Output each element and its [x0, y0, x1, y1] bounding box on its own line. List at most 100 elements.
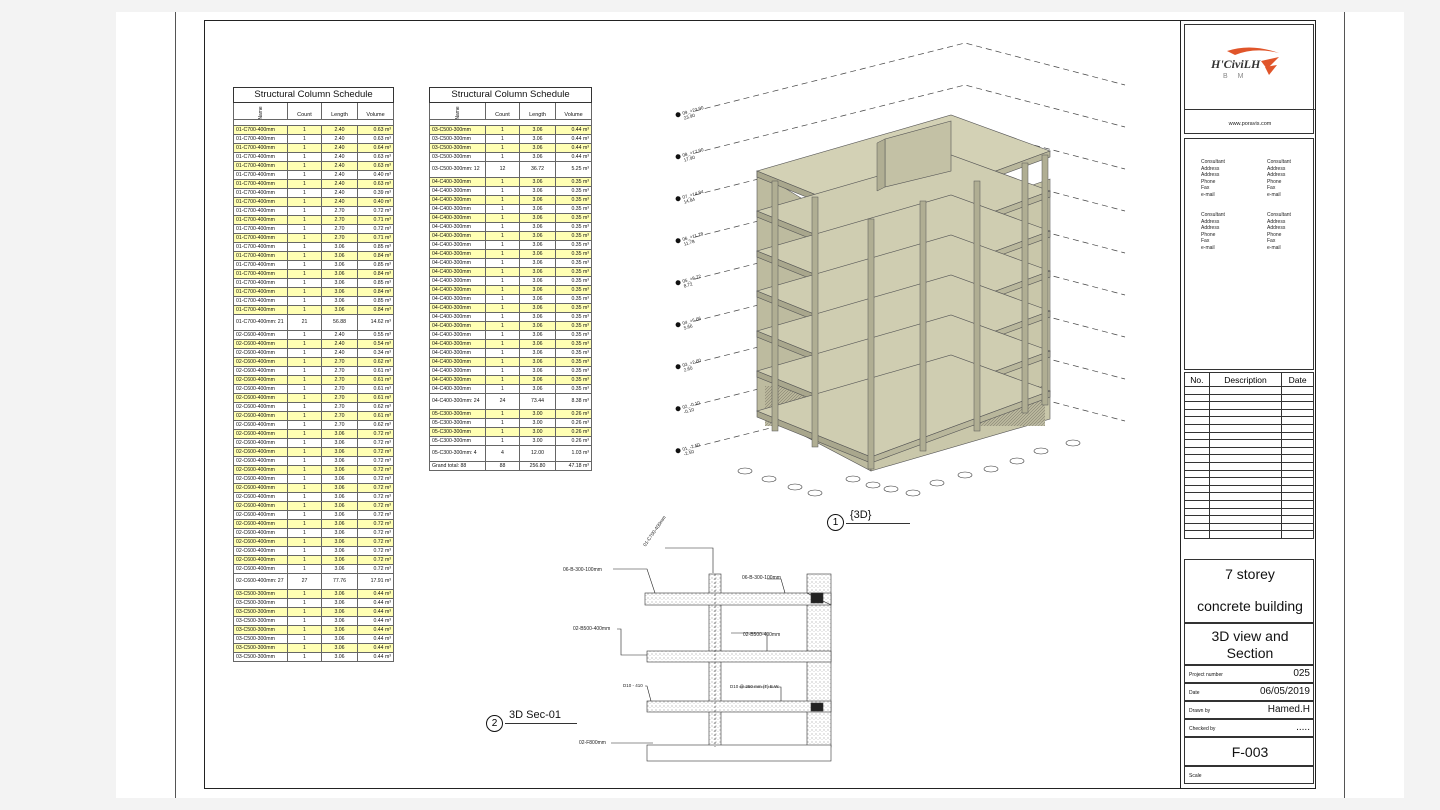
cell-name: 02-C600-400mm	[233, 483, 288, 493]
cell-length: 2.70	[321, 411, 358, 421]
cell-count: 1	[485, 276, 520, 286]
cell-name: 02-C600-400mm	[233, 537, 288, 547]
revision-cell	[1208, 431, 1283, 441]
cell-count: 1	[485, 436, 520, 446]
cell-volume: 0.35 m³	[554, 213, 593, 223]
header-volume: Volume	[356, 102, 395, 120]
cell-name: 04-C400-300mm	[429, 222, 486, 232]
level-marker-icon	[675, 237, 682, 245]
view-title-underline	[505, 723, 577, 724]
cell-name: 03-C500-300mm	[233, 607, 288, 617]
revision-cell	[1281, 530, 1314, 539]
cell-volume: 0.85 m³	[356, 278, 395, 288]
project-number-row: Project number 025	[1184, 665, 1314, 683]
cell-count: 1	[287, 555, 322, 565]
cell-count: 1	[287, 384, 322, 394]
consultant-line: Address	[1267, 225, 1286, 232]
revision-row	[1184, 515, 1314, 524]
cell-name: 03-C500-300mm	[233, 589, 288, 599]
date-row: Date 06/05/2019	[1184, 683, 1314, 701]
consultant-line: Address	[1267, 165, 1286, 172]
revision-cell	[1281, 492, 1314, 501]
cell-count: 1	[485, 321, 520, 331]
cell-count: 1	[287, 537, 322, 547]
revision-cell	[1208, 507, 1283, 517]
cell-count: 1	[287, 402, 322, 412]
cell-count: 1	[287, 233, 322, 243]
cell-count: 1	[485, 348, 520, 358]
building-model	[756, 114, 1051, 472]
revision-cell	[1184, 401, 1210, 410]
cell-name: 01-C700-400mm	[233, 251, 288, 261]
cell-length: 256.80	[519, 461, 556, 471]
cell-count: 1	[287, 465, 322, 475]
cell-name: 04-C400-300mm: 24	[429, 393, 486, 410]
revision-cell	[1281, 431, 1314, 441]
cell-volume: 0.72 m³	[356, 456, 395, 466]
cell-count: 1	[287, 143, 322, 153]
revision-cell	[1208, 499, 1283, 509]
cell-name: 04-C400-300mm	[429, 312, 486, 322]
cell-length: 3.06	[519, 249, 556, 259]
cell-volume: 0.85 m³	[356, 296, 395, 306]
revision-cell	[1208, 393, 1283, 403]
cell-name: 02-C600-400mm	[233, 420, 288, 430]
cell-count: 1	[287, 438, 322, 448]
cell-length: 3.06	[519, 204, 556, 214]
cell-name: 05-C300-300mm	[429, 418, 486, 428]
cell-length: 3.06	[321, 510, 358, 520]
grid-bubble-icon	[929, 479, 945, 487]
cell-length: 2.70	[321, 224, 358, 234]
cell-length: 3.06	[519, 213, 556, 223]
cell-length: 3.06	[321, 305, 358, 315]
cell-volume: 0.35 m³	[554, 312, 593, 322]
cell-length: 3.06	[321, 528, 358, 538]
cell-length: 2.70	[321, 393, 358, 403]
cell-length: 2.40	[321, 179, 358, 189]
cell-volume: 0.35 m³	[554, 285, 593, 295]
level-marker-icon	[675, 153, 682, 161]
cell-count: 1	[287, 161, 322, 171]
cell-name: 04-C400-300mm	[429, 366, 486, 376]
level-marker-icon	[675, 195, 682, 203]
cell-count: 1	[485, 231, 520, 241]
cell-length: 3.06	[321, 616, 358, 626]
project-title-line1: 7 storey	[1225, 566, 1275, 582]
revision-cell	[1184, 522, 1210, 532]
cell-name: 01-C700-400mm	[233, 305, 288, 315]
cell-name: 01-C700-400mm	[233, 179, 288, 189]
cell-length: 3.06	[321, 555, 358, 565]
drawn-by-value: Hamed.H	[1267, 704, 1310, 715]
building-column	[867, 218, 875, 470]
cell-length: 77.76	[321, 573, 358, 590]
cell-name: 01-C700-400mm	[233, 125, 288, 135]
revision-cell	[1281, 408, 1314, 418]
cell-volume: 0.39 m³	[356, 188, 395, 198]
drawing-sheet: Structural Column Schedule Name Count Le…	[204, 20, 1316, 789]
grid-bubble-icon	[983, 465, 999, 473]
revision-cell	[1281, 386, 1314, 395]
revision-row	[1184, 423, 1314, 433]
cell-length: 73.44	[519, 393, 556, 410]
consultant-line: Phone	[1267, 231, 1282, 238]
cell-name: 04-C400-300mm	[429, 276, 486, 286]
revision-cell	[1281, 469, 1314, 479]
cell-volume: 0.44 m³	[356, 589, 395, 599]
cell-volume: 0.35 m³	[554, 339, 593, 349]
revision-cell	[1184, 408, 1210, 418]
consultant-line: Phone	[1201, 231, 1216, 238]
cell-volume: 0.71 m³	[356, 215, 395, 225]
consultant-line: Fax	[1267, 185, 1276, 192]
cell-count: 1	[287, 411, 322, 421]
cell-length: 3.06	[519, 339, 556, 349]
cell-volume: 0.54 m³	[356, 339, 395, 349]
cell-name: 03-C500-300mm	[233, 652, 288, 662]
cell-count: 24	[485, 393, 520, 410]
cell-volume: 0.35 m³	[554, 321, 593, 331]
